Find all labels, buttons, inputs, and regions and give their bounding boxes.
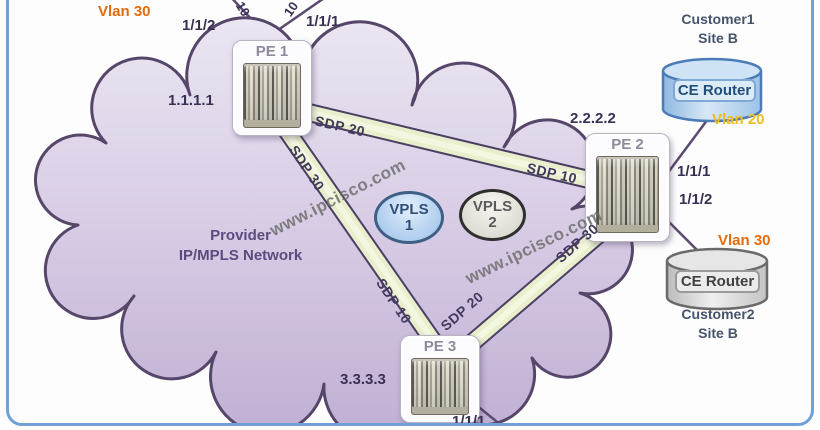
vlan30-right-label: Vlan 30 bbox=[718, 232, 771, 249]
customer2-site-label: Customer2 Site B bbox=[658, 305, 778, 343]
pe1-router: PE 1 bbox=[232, 40, 312, 136]
pe1-ip-address: 1.1.1.1 bbox=[168, 92, 214, 109]
customer1-site-label: Customer1 Site B bbox=[658, 10, 778, 48]
customer1-site: Site B bbox=[698, 30, 738, 46]
pe2-port-1-1-1: 1/1/1 bbox=[677, 163, 711, 180]
sdp-band-pe1-pe3 bbox=[270, 112, 453, 364]
vlan30-top-left-label: Vlan 30 bbox=[98, 3, 151, 20]
vlan20-label: Vlan 20 bbox=[712, 111, 765, 128]
ce-router-gray-label: CE Router bbox=[675, 270, 760, 293]
vpls-2-instance: VPLS 2 bbox=[459, 189, 526, 241]
pe1-label: PE 1 bbox=[255, 43, 289, 60]
pe2-router: PE 2 bbox=[585, 133, 670, 242]
provider-label-line2: IP/MPLS Network bbox=[178, 247, 303, 264]
pe2-label: PE 2 bbox=[611, 136, 644, 153]
ce-router-blue-label: CE Router bbox=[673, 79, 756, 102]
vpls-1-label: VPLS bbox=[389, 200, 429, 218]
pe2-router-icon bbox=[596, 156, 659, 233]
pe3-router-icon bbox=[411, 358, 469, 415]
pe3-router: PE 3 bbox=[400, 335, 480, 423]
customer2-name: Customer2 bbox=[681, 306, 755, 322]
provider-label-line1: Provider bbox=[210, 227, 271, 244]
provider-cloud bbox=[34, 16, 634, 430]
pe1-port-1-1-1: 1/1/1 bbox=[306, 13, 340, 30]
customer2-site: Site B bbox=[698, 325, 738, 341]
provider-network-label: Provider IP/MPLS Network bbox=[148, 226, 333, 266]
vpls-1-instance: VPLS 1 bbox=[374, 191, 444, 244]
pe3-label: PE 3 bbox=[423, 338, 457, 355]
pe3-ip-address: 3.3.3.3 bbox=[340, 371, 386, 388]
sdp-band-pe2-pe3 bbox=[445, 210, 625, 368]
bottom-mask bbox=[0, 426, 820, 430]
vpls-1-number: 1 bbox=[404, 216, 414, 234]
sdp-band-pe1-pe2 bbox=[287, 98, 623, 197]
pe2-port-1-1-2: 1/1/2 bbox=[679, 191, 713, 208]
pe1-router-icon bbox=[243, 63, 301, 128]
vpls-2-label: VPLS bbox=[472, 198, 513, 215]
vpls-2-number: 2 bbox=[488, 214, 497, 231]
pe2-ip-address: 2.2.2.2 bbox=[570, 110, 616, 127]
pe1-port-1-1-2: 1/1/2 bbox=[182, 17, 216, 34]
customer1-name: Customer1 bbox=[681, 11, 755, 27]
